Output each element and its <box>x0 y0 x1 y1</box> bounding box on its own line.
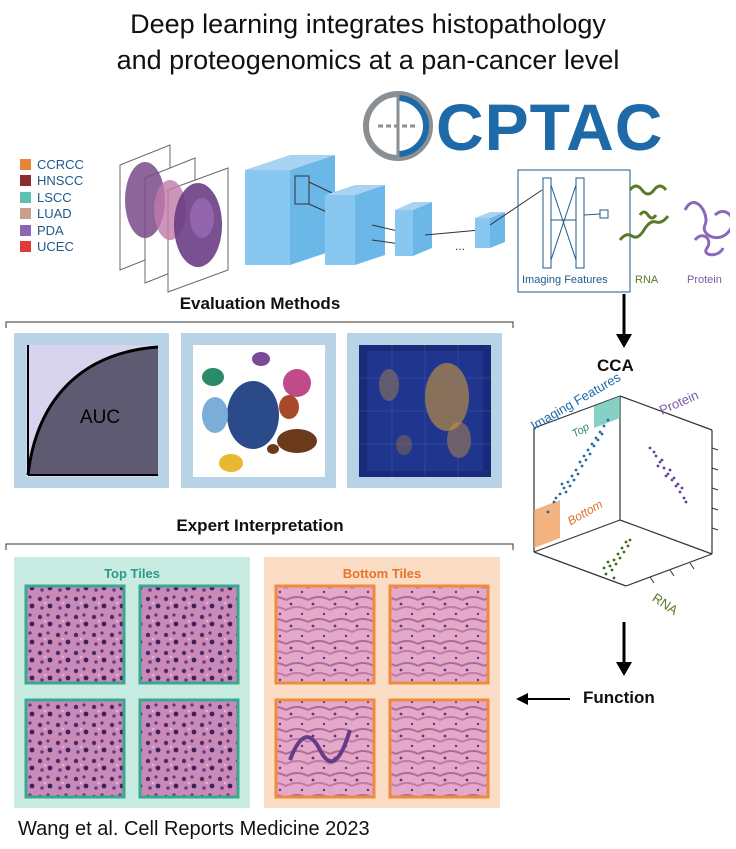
legend-swatch <box>20 191 31 203</box>
rna-scatter <box>602 538 632 580</box>
legend-swatch <box>20 224 31 236</box>
fully-connected-layers <box>542 177 609 269</box>
legend-item: UCEC <box>20 239 84 256</box>
arrow-down-icon <box>616 294 632 348</box>
bottom-region <box>534 500 560 548</box>
evaluation-bracket <box>5 321 514 328</box>
attention-heatmap <box>359 345 491 477</box>
interpretation-bracket <box>5 543 514 550</box>
citation: Wang et al. Cell Reports Medicine 2023 <box>18 818 370 840</box>
top-tile-grid <box>24 584 240 799</box>
legend-label: CCRCC <box>37 156 84 172</box>
legend-item: HNSCC <box>20 173 84 190</box>
layer-ellipsis: ... <box>455 239 465 253</box>
cca-3d-plot <box>533 395 719 587</box>
conv-block-4 <box>475 189 543 248</box>
cptac-circle-icon <box>363 91 433 161</box>
cca-label: CCA <box>597 356 634 375</box>
legend-item: LUAD <box>20 206 84 223</box>
conv-block-3 <box>395 202 481 256</box>
feature-scatter <box>546 418 610 514</box>
arrow-left-icon <box>516 693 570 705</box>
imaging-features-box <box>517 169 631 293</box>
cluster-dots <box>202 352 317 472</box>
auc-label: AUC <box>80 407 121 428</box>
top-tiles-label: Top Tiles <box>104 566 160 581</box>
interpretation-title: Expert Interpretation <box>176 516 344 535</box>
bottom-tile-grid <box>274 584 490 799</box>
legend-item: LSCC <box>20 189 84 206</box>
axis-ticks <box>649 447 719 584</box>
rna-icon <box>618 184 670 241</box>
legend-label: LUAD <box>37 206 72 222</box>
tile-image <box>138 584 240 685</box>
tile-image <box>388 698 490 799</box>
tile-image <box>24 584 126 685</box>
legend-label: UCEC <box>37 239 74 255</box>
tile-image <box>388 584 490 685</box>
title-line-2: and proteogenomics at a pan-cancer level <box>116 45 620 75</box>
conv-block-2 <box>325 185 429 265</box>
tile-image <box>274 698 376 799</box>
top-region <box>594 396 620 428</box>
legend-swatch <box>20 158 31 170</box>
auc-curve-plot <box>26 345 158 477</box>
conv-block-1 <box>245 155 379 265</box>
tile-image <box>24 698 126 799</box>
cnn-pipeline-diagram: ... <box>119 144 730 293</box>
protein-icon <box>683 201 730 257</box>
cptac-logo-text: CPTAC <box>436 90 664 164</box>
arrow-down-icon <box>616 622 632 676</box>
legend-label: PDA <box>37 222 64 238</box>
protein-label: Protein <box>687 274 722 286</box>
tile-image <box>138 698 240 799</box>
legend-label: HNSCC <box>37 173 84 189</box>
tile-image <box>274 584 376 685</box>
cancer-type-legend: CCRCC HNSCC LSCC LUAD PDA UCEC <box>20 156 84 255</box>
protein-scatter <box>648 446 688 504</box>
legend-item: PDA <box>20 222 84 239</box>
rna-label: RNA <box>635 274 659 286</box>
slide-stack-icon <box>119 144 229 293</box>
evaluation-title: Evaluation Methods <box>179 294 341 313</box>
legend-swatch <box>20 241 31 253</box>
bottom-tiles-label: Bottom Tiles <box>342 566 422 581</box>
legend-item: CCRCC <box>20 156 84 173</box>
page-title: Deep learning integrates histopathology … <box>0 6 736 78</box>
tsne-cluster-plot <box>193 345 325 477</box>
legend-swatch <box>20 175 31 187</box>
legend-label: LSCC <box>37 189 72 205</box>
function-label: Function <box>583 688 655 707</box>
legend-swatch <box>20 208 31 220</box>
title-line-1: Deep learning integrates histopathology <box>130 9 606 39</box>
imaging-features-label: Imaging Features <box>522 274 608 286</box>
